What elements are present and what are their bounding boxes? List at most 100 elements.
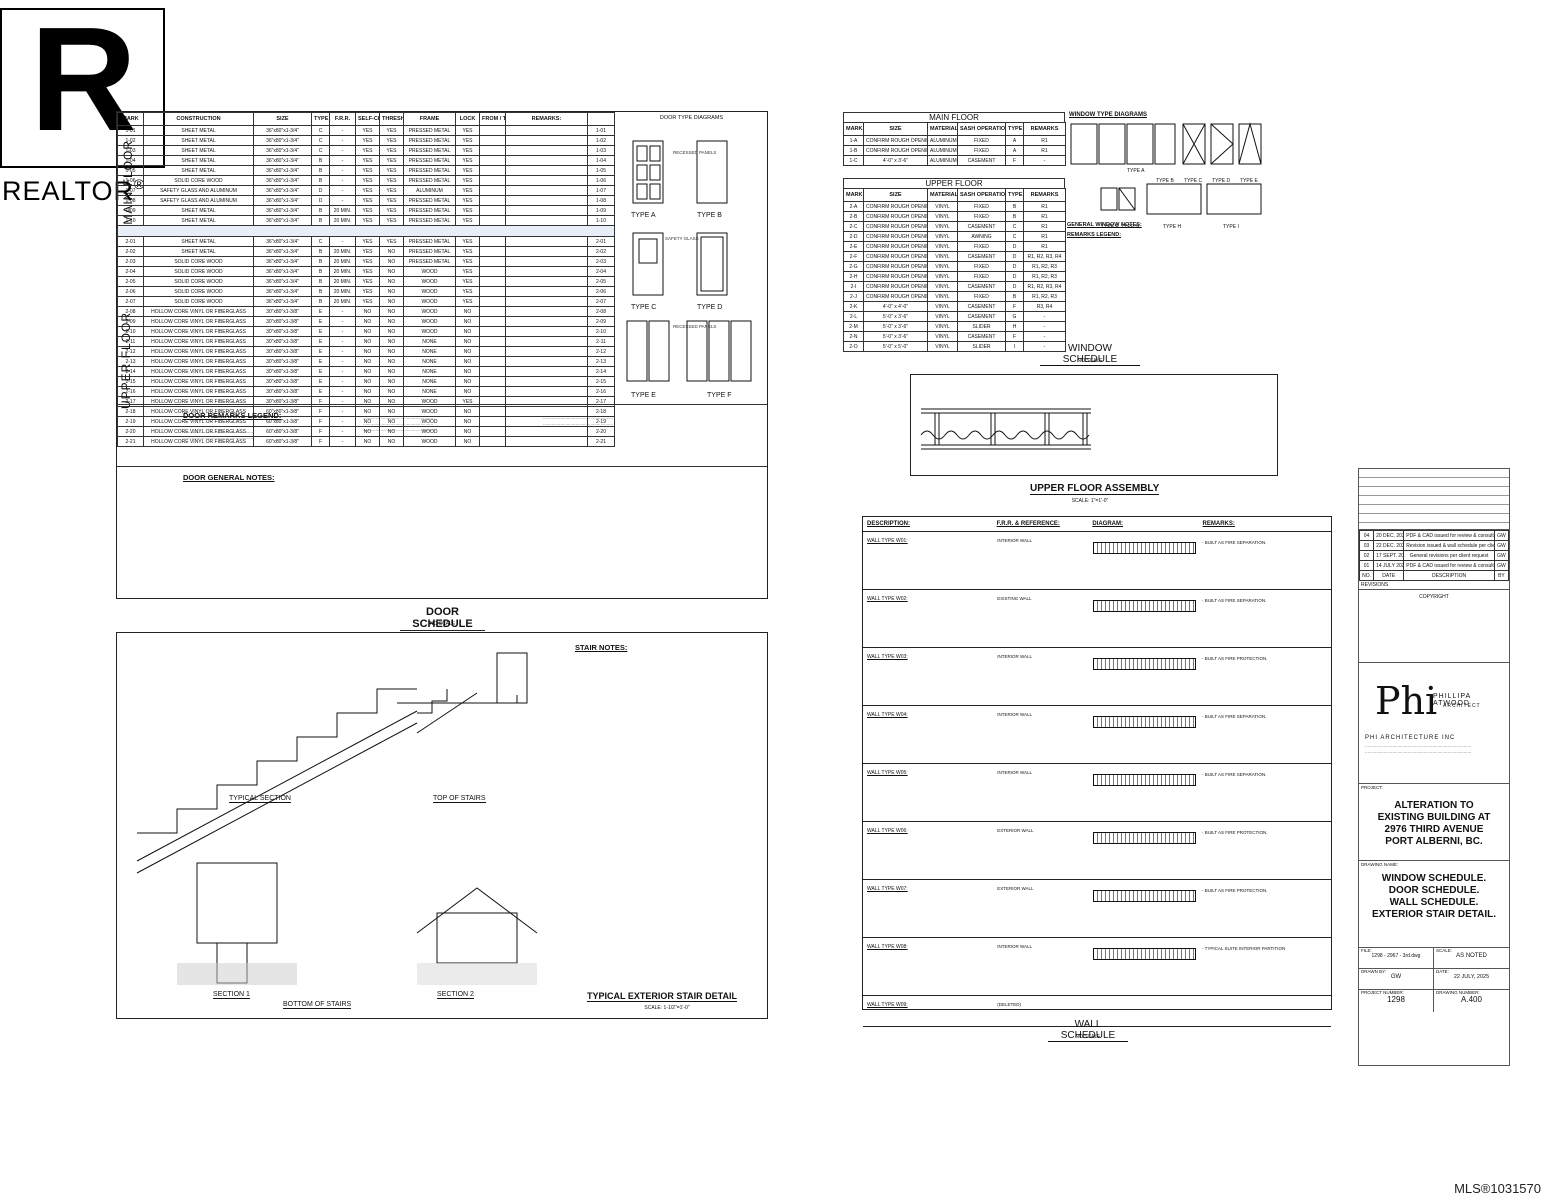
firm-name: PHILLIPA ATWOOD	[1433, 693, 1471, 707]
table-cell: D	[1005, 271, 1024, 282]
table-cell	[479, 366, 506, 377]
file-value: 1298 - 2967 - 3rd.dwg	[1371, 953, 1421, 959]
table-cell: -	[329, 145, 356, 156]
wall-schedule-header: DESCRIPTION:F.R.R. & REFERENCE:DIAGRAM:R…	[863, 517, 1331, 532]
table-cell: NO	[355, 316, 380, 327]
table-cell: 36"x80"x1-3/4"	[253, 286, 312, 297]
table-cell: YES	[379, 175, 404, 186]
table-cell: YES	[455, 185, 480, 196]
table-cell: F	[1005, 331, 1024, 342]
table-cell: 36"x80"x1-3/4"	[253, 165, 312, 176]
table-cell: 14 JULY 2025	[1373, 560, 1405, 571]
table-cell: F	[1005, 155, 1024, 166]
wall-frr: INTERIOR WALL	[997, 654, 1033, 659]
table-cell: NONE	[403, 376, 456, 387]
table-cell: 4'-0" x 3'-6"	[863, 155, 928, 166]
table-cell: E	[311, 326, 330, 337]
table-cell: 2-H	[843, 271, 864, 282]
revisions-label: REVISIONS	[1359, 581, 1509, 590]
table-cell: 2-16	[587, 386, 615, 397]
table-cell	[479, 386, 506, 397]
table-cell: 03	[1358, 540, 1375, 551]
wall-row: WALL TYPE W09:(DELETED)	[863, 996, 1331, 1027]
table-cell: YES	[455, 155, 480, 166]
table-cell: YES	[355, 215, 380, 226]
table-cell: 2-D	[843, 231, 864, 242]
table-cell	[505, 336, 588, 347]
table-cell: R1	[1023, 221, 1066, 232]
table-cell: PRESSED METAL	[403, 236, 456, 247]
table-cell: CASEMENT	[957, 155, 1006, 166]
table-cell: 2-J	[843, 291, 864, 302]
table-cell: SHEET METAL	[143, 135, 254, 146]
table-cell: 2-A	[843, 201, 864, 212]
table-cell: SOLID CORE WOOD	[143, 276, 254, 287]
wall-diagram	[1091, 880, 1198, 937]
table-cell: HOLLOW CORE VINYL OR FIBERGLASS	[143, 336, 254, 347]
table-cell: SHEET METAL	[143, 165, 254, 176]
column-header: TYPE	[1005, 188, 1024, 202]
table-cell: 2-07	[117, 296, 144, 307]
table-cell: 2-05	[117, 276, 144, 287]
table-cell: PRESSED METAL	[403, 256, 456, 267]
table-cell: E	[311, 306, 330, 317]
table-cell: SHEET METAL	[143, 155, 254, 166]
table-cell: CONFIRM ROUGH OPENING	[863, 271, 928, 282]
table-cell	[479, 215, 506, 226]
wall-frr: INTERIOR WALL	[997, 770, 1033, 775]
wall-diagram	[1091, 764, 1198, 821]
table-cell: YES	[455, 276, 480, 287]
table-cell: 2-04	[117, 266, 144, 277]
wall-remarks	[1198, 996, 1331, 1026]
table-cell: NO	[455, 356, 480, 367]
wall-row: WALL TYPE W08:INTERIOR WALL- TYPICAL SUI…	[863, 938, 1331, 996]
table-cell: YES	[379, 205, 404, 216]
table-cell: NO	[379, 256, 404, 267]
table-cell	[479, 165, 506, 176]
wall-row: WALL TYPE W07:EXTERIOR WALL- BUILT AS FI…	[863, 880, 1331, 938]
table-cell	[505, 155, 588, 166]
table-cell: YES	[355, 135, 380, 146]
table-cell	[505, 356, 588, 367]
table-cell: R1	[1023, 145, 1066, 156]
door-schedule-title: DOOR SCHEDULE	[400, 606, 485, 631]
wall-remarks: - BUILT AS FIRE SEPARATION.	[1201, 598, 1267, 603]
table-cell: D	[311, 185, 330, 196]
table-cell: YES	[355, 246, 380, 257]
table-cell: PRESSED METAL	[403, 195, 456, 206]
table-cell: D	[1005, 261, 1024, 272]
table-cell: 1-09	[587, 205, 615, 216]
table-cell: CONFIRM ROUGH OPENING	[863, 201, 928, 212]
table-cell: WOOD	[403, 296, 456, 307]
table-cell: General revisions per client request	[1403, 550, 1495, 561]
table-cell: ALUMINUM	[403, 185, 456, 196]
column-header: SIZE	[863, 188, 928, 202]
window-type-i: TYPE I	[1223, 224, 1239, 230]
column-header: SASH OPERATION	[957, 122, 1006, 136]
table-cell: VINYL	[927, 311, 958, 322]
table-cell: ALUMINUM	[927, 135, 958, 146]
wall-frr: EXTERIOR WALL	[997, 828, 1034, 833]
type-d-label: TYPE D	[697, 304, 723, 311]
table-cell: 36"x80"x1-3/4"	[253, 276, 312, 287]
table-cell: YES	[379, 195, 404, 206]
table-cell: -	[1023, 155, 1066, 166]
wall-type-name: WALL TYPE W02:	[867, 596, 908, 602]
column-header: SIZE	[863, 122, 928, 136]
column-header: DESCRIPTION:	[867, 521, 911, 527]
table-cell: 04	[1358, 530, 1375, 541]
table-cell: FIXED	[957, 241, 1006, 252]
table-cell: 1-07	[587, 185, 615, 196]
column-header: REMARKS:	[505, 112, 588, 126]
column-header: MATERIAL	[927, 122, 958, 136]
table-cell: B	[311, 296, 330, 307]
